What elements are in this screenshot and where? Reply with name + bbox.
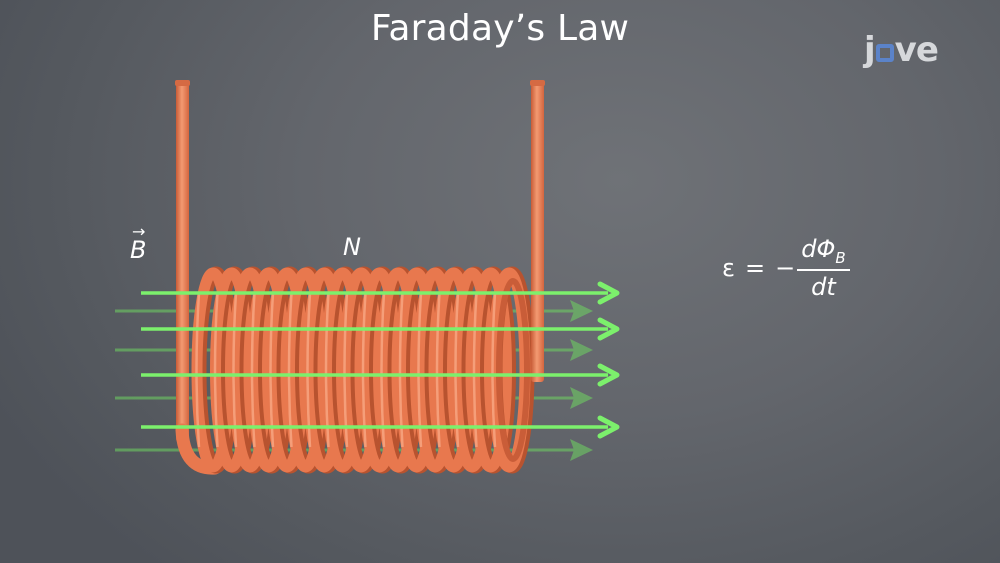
- denominator: dt: [811, 272, 836, 301]
- faraday-formula: ε = − dΦB dt: [722, 235, 850, 301]
- field-lines-front: [141, 281, 620, 439]
- logo-text-right: ve: [894, 30, 939, 70]
- right-wire-lead: [531, 82, 544, 382]
- speech-bubble-icon: [875, 44, 894, 62]
- solenoid-coil: [191, 266, 535, 474]
- slide-title: Faraday’s Law: [370, 8, 630, 49]
- equals-sign: =: [744, 253, 766, 282]
- left-wire-lead: [176, 82, 189, 442]
- fraction-bar: [797, 268, 850, 271]
- emf-symbol: ε: [722, 253, 735, 282]
- minus-sign: −: [775, 253, 796, 282]
- turns-label: N: [343, 233, 361, 261]
- magnetic-field-label: → B: [130, 222, 147, 264]
- logo-text-left: j: [864, 30, 876, 70]
- numerator: dΦB: [801, 235, 846, 267]
- vector-arrow-icon: →: [132, 222, 146, 241]
- fraction: dΦB dt: [797, 235, 850, 301]
